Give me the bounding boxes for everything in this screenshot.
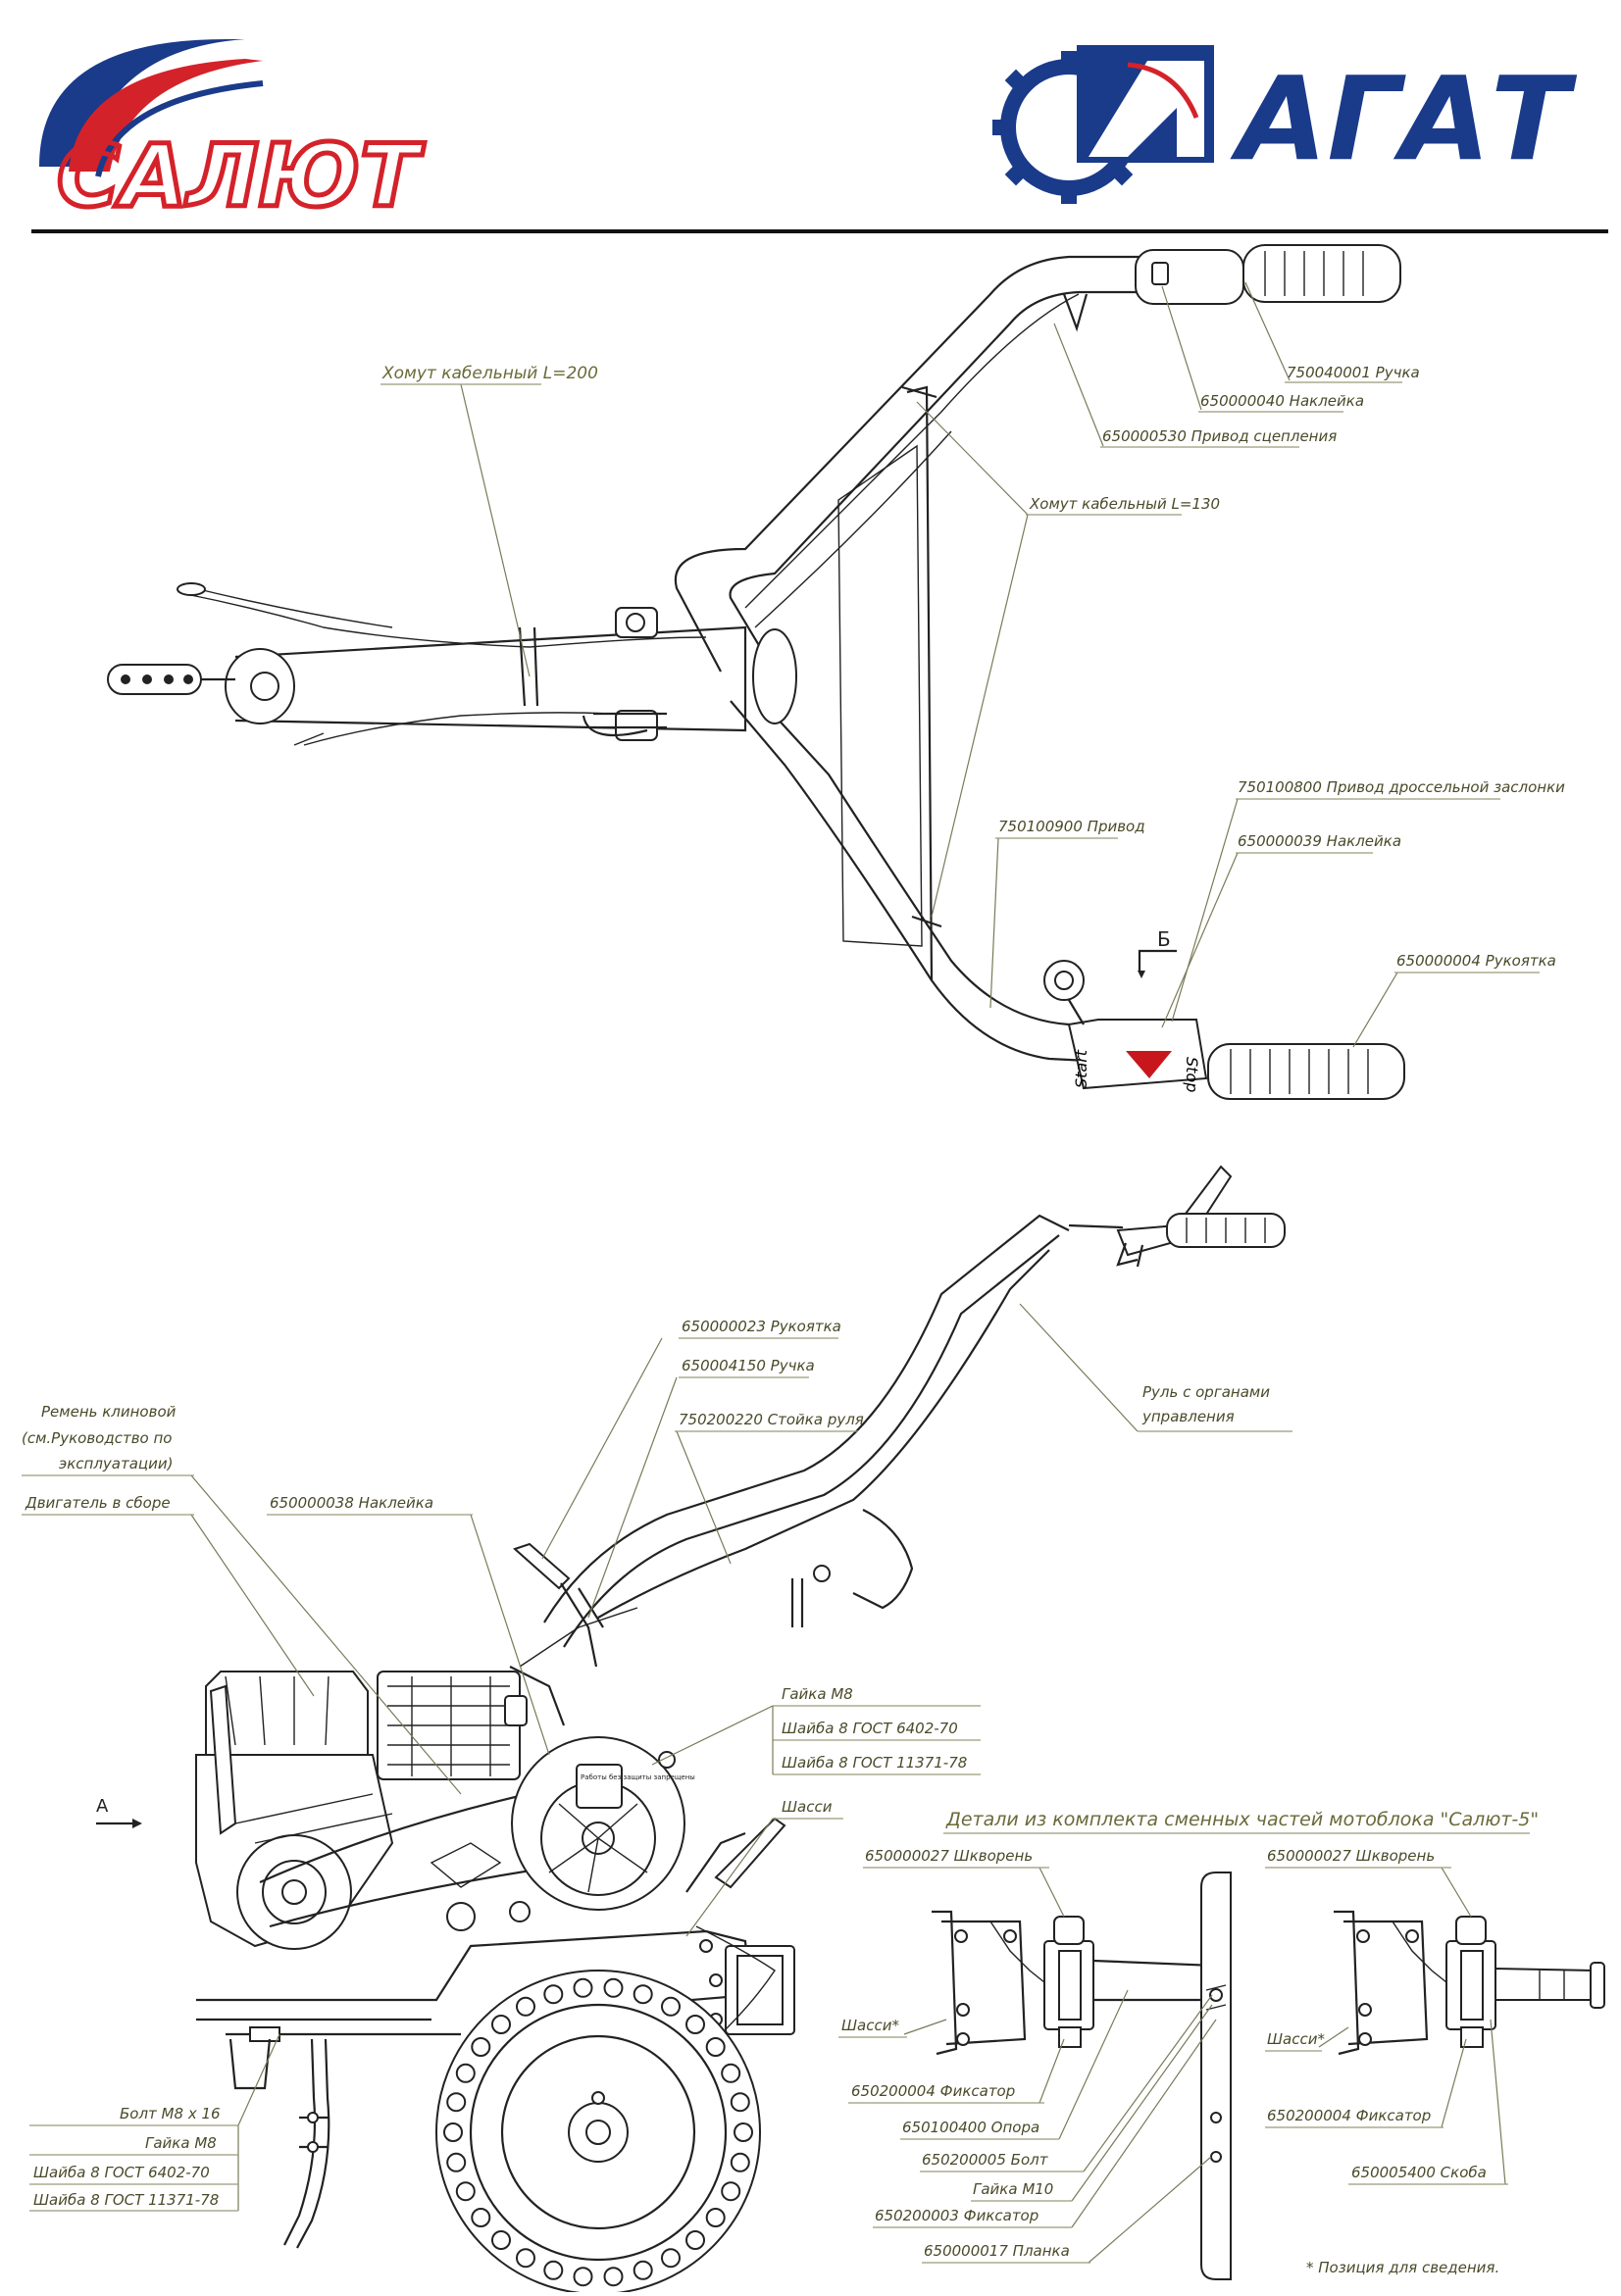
label-left-shassi: Шасси* <box>841 2017 899 2034</box>
label-privod-750100900: 750100900 Привод <box>998 818 1145 835</box>
motoblock-side-view: Работы без защиты запрещены <box>195 1165 1286 2295</box>
label-remen-line3: эксплуатации) <box>59 1455 174 1472</box>
label-right-shassi: Шасси* <box>1267 2030 1325 2048</box>
label-bolt-m8x16: Болт М8 х 16 <box>120 2105 221 2122</box>
label-shassi-main: Шасси <box>782 1798 833 1816</box>
label-stoyka-rulya: 750200220 Стойка руля <box>679 1411 864 1428</box>
label-khomut-130: Хомут кабельный L=130 <box>1029 495 1220 513</box>
label-left-fiksator: 650200004 Фиксатор <box>851 2082 1015 2100</box>
label-rul-line2: управления <box>1141 1408 1235 1425</box>
section-b-mark: Б <box>1157 927 1171 951</box>
label-right-fiksator: 650200004 Фиксатор <box>1267 2107 1431 2124</box>
wheel-tread-hole <box>573 2267 593 2287</box>
label-nakleyka-650000039: 650000039 Наклейка <box>1238 832 1401 850</box>
wheel-tread-hole <box>471 2037 491 2057</box>
replacement-parts-title: Детали из комплекта сменных частей мотоб… <box>945 1809 1539 1830</box>
label-ruchka-650004150: 650004150 Ручка <box>682 1357 815 1374</box>
wheel-tread-hole <box>705 2208 726 2227</box>
salyut-logo: САЛЮТ <box>39 39 428 229</box>
view-a-mark: А <box>96 1796 109 1817</box>
label-privod-drossel: 750100800 Привод дроссельной заслонки <box>1238 778 1565 796</box>
wheel-tread-hole <box>491 2230 511 2250</box>
handlebar-top-view: Start Stop Б <box>107 244 1405 1100</box>
label-shayba-11371-b: Шайба 8 ГОСТ 11371-78 <box>33 2191 219 2209</box>
label-right-shkvoren: 650000027 Шкворень <box>1267 1847 1435 1865</box>
wheel-tread-hole <box>491 2015 511 2034</box>
right-assembly <box>1334 1910 1605 2056</box>
label-left-gayka-m10: Гайка М10 <box>973 2180 1053 2198</box>
label-gayka-m8-a: Гайка М8 <box>782 1685 853 1703</box>
top-view-labels: Хомут кабельный L=200 750040001 Ручка 65… <box>380 281 1565 1048</box>
label-left-planka: 650000017 Планка <box>924 2242 1070 2260</box>
label-shayba-6402-a: Шайба 8 ГОСТ 6402-70 <box>782 1720 958 1737</box>
wheel-tread-hole <box>661 2248 681 2269</box>
label-khomut-200: Хомут кабельный L=200 <box>381 364 598 383</box>
salyut-logo-text: САЛЮТ <box>57 125 425 226</box>
wheel-tread-hole <box>721 2181 741 2202</box>
wheel-tread-hole <box>603 1977 624 1998</box>
wheel-tread-hole <box>455 2063 476 2083</box>
wheel-tread-hole <box>633 2260 653 2280</box>
label-left-opora: 650100400 Опора <box>902 2119 1039 2136</box>
agat-logo-text: АГАТ <box>1230 51 1578 186</box>
wheel-tread-hole <box>730 2092 750 2113</box>
wheel-tread-hole <box>685 2015 705 2034</box>
label-remen-line1: Ремень клиновой <box>41 1403 177 1421</box>
label-nakleyka-650000040: 650000040 Наклейка <box>1200 392 1364 410</box>
wheel-tread-hole <box>446 2092 467 2113</box>
wheel-tread-hole <box>471 2208 491 2227</box>
label-dvigatel: Двигатель в сборе <box>25 1494 171 1512</box>
wheel-tread-hole <box>543 2260 564 2280</box>
wheel-tread-hole <box>516 2248 535 2269</box>
label-left-bolt: 650200005 Болт <box>922 2151 1049 2169</box>
wheel-tread-hole <box>603 2267 624 2287</box>
wheel-tread-hole <box>661 1996 681 2017</box>
label-nakleyka-650000038: 650000038 Наклейка <box>270 1494 433 1512</box>
label-ruchka-750040001: 750040001 Ручка <box>1287 364 1420 381</box>
wheel-tread-hole <box>685 2230 705 2250</box>
wheel-tread-hole <box>730 2152 750 2172</box>
wheel-tread-hole <box>455 2181 476 2202</box>
label-shayba-6402-b: Шайба 8 ГОСТ 6402-70 <box>33 2164 210 2181</box>
wheel-tread-hole <box>734 2122 753 2142</box>
label-gayka-m8-b: Гайка М8 <box>145 2134 217 2152</box>
wheel-tread-hole <box>705 2037 726 2057</box>
warning-plate-text: Работы без защиты запрещены <box>581 1773 695 1781</box>
label-privod-scepleniya: 650000530 Привод сцепления <box>1102 427 1337 445</box>
throttle-start-text: Start <box>1072 1049 1090 1088</box>
agat-logo: АГАТ <box>992 45 1578 204</box>
footnote: * Позиция для сведения. <box>1306 2259 1499 2276</box>
wheel-tread-hole <box>516 1996 535 2017</box>
throttle-stop-text: Stop <box>1183 1057 1201 1092</box>
label-remen-line2: (см.Руководство по <box>22 1429 173 1447</box>
label-shayba-11371-a: Шайба 8 ГОСТ 11371-78 <box>782 1754 967 1772</box>
label-rukoyatka-650000023: 650000023 Рукоятка <box>682 1318 841 1335</box>
wheel-tread-hole <box>633 1984 653 2005</box>
label-left-shkvoren: 650000027 Шкворень <box>865 1847 1033 1865</box>
replacement-parts-section: Детали из комплекта сменных частей мотоб… <box>838 1809 1605 2280</box>
label-left-fiksator-2: 650200003 Фиксатор <box>875 2207 1038 2224</box>
label-rukoyatka-650000004: 650000004 Рукоятка <box>1396 952 1556 970</box>
label-right-skoba: 650005400 Скоба <box>1351 2164 1487 2181</box>
wheel-tread-hole <box>446 2152 467 2172</box>
label-rul-line1: Руль с органами <box>1142 1383 1270 1401</box>
wheel-tread-hole <box>721 2063 741 2083</box>
wheel-tread-hole <box>543 1984 564 2005</box>
wheel-tread-hole <box>573 1977 593 1998</box>
wheel-tread-hole <box>443 2122 463 2142</box>
side-view-labels: 650000023 Рукоятка 650004150 Ручка 75020… <box>22 1303 1292 2212</box>
